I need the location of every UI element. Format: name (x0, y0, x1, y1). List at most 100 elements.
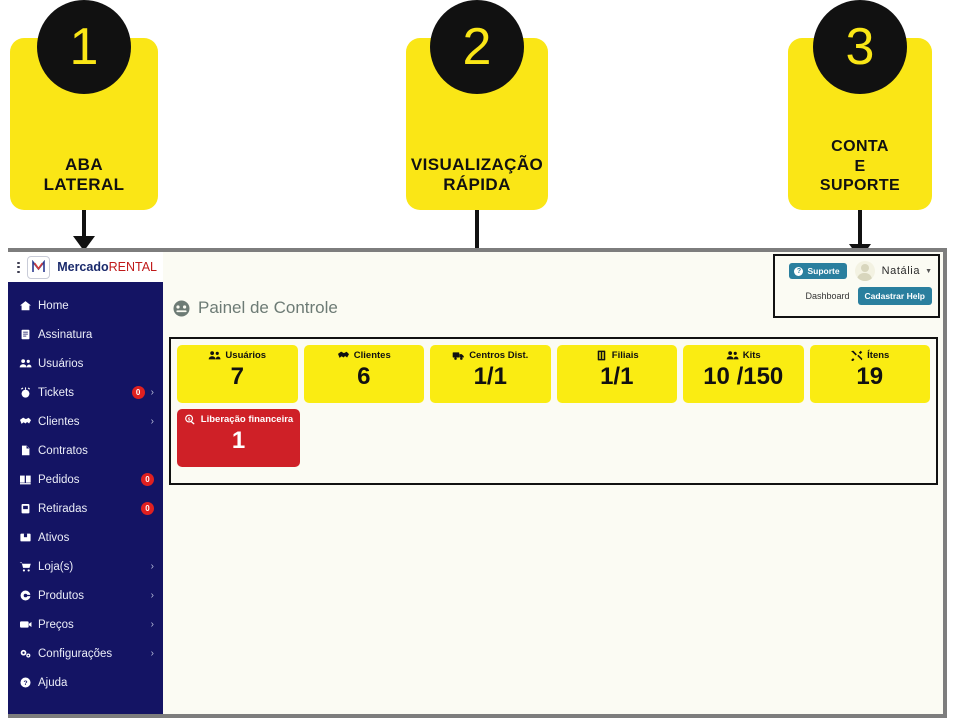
stat-card-header: Centros Dist. (452, 350, 528, 361)
annotation-number-2: 2 (430, 0, 524, 94)
sidebar-item-contratos[interactable]: Contratos (8, 436, 163, 465)
main-content: ? Suporte Natália ▼ Dashboard Cadastrar … (163, 252, 943, 714)
cart-icon (18, 561, 33, 572)
hamburger-icon[interactable] (17, 259, 21, 275)
building-icon (595, 350, 608, 361)
chevron-right-icon[interactable]: › (150, 648, 154, 659)
sidebar-item-pre-os[interactable]: Preços› (8, 610, 163, 639)
chevron-right-icon[interactable]: › (150, 387, 154, 398)
sidebar-item-configura-es[interactable]: Configurações› (8, 639, 163, 668)
stat-card-label: Ítens (867, 349, 890, 361)
stat-card-value: 10 /150 (703, 363, 784, 390)
svg-text:?: ? (23, 680, 27, 687)
chevron-right-icon[interactable]: › (150, 416, 154, 427)
chevron-right-icon[interactable]: › (150, 561, 154, 572)
stat-card-value: 1/1 (473, 363, 507, 390)
sidebar-item-produtos[interactable]: Produtos› (8, 581, 163, 610)
truck-icon (452, 350, 465, 361)
stat-card-label: Usuários (225, 349, 267, 361)
stat-cards-row-2: $ Liberação financeira 1 (175, 409, 932, 467)
chevron-right-icon[interactable]: › (150, 590, 154, 601)
stat-card-label: Kits (742, 349, 761, 361)
stat-card-value: 7 (230, 363, 244, 390)
chevron-right-icon[interactable]: › (150, 619, 154, 630)
kits-icon (726, 350, 739, 361)
question-circle-icon: ? (794, 266, 804, 276)
annotation-line-2: LATERAL (43, 175, 125, 195)
chevron-down-icon[interactable]: ▼ (925, 267, 932, 275)
stat-card-libera-o-financeira[interactable]: $ Liberação financeira 1 (177, 409, 300, 467)
sidebar-item-badge: 0 (141, 473, 154, 486)
product-icon (18, 590, 33, 601)
page-title-text: Painel de Controle (198, 298, 338, 317)
user-avatar-icon[interactable] (854, 261, 875, 281)
sidebar-item-clientes[interactable]: Clientes› (8, 407, 163, 436)
support-button[interactable]: ? Suporte (789, 263, 847, 279)
file-icon (18, 329, 33, 340)
stat-card-label: Filiais (611, 349, 639, 361)
tools-icon (850, 350, 863, 361)
stat-card-label: Centros Dist. (469, 349, 529, 361)
brand-name-light: RENTAL (108, 260, 157, 274)
sidebar-item-label: Home (38, 299, 69, 312)
sidebar-item-pedidos[interactable]: Pedidos 0 (8, 465, 163, 494)
stat-card-value: 19 (856, 363, 884, 390)
users-icon (18, 358, 33, 369)
stat-card-header: Clientes (337, 350, 391, 361)
sidebar-item-home[interactable]: Home (8, 291, 163, 320)
sidebar-item-ativos[interactable]: Ativos (8, 523, 163, 552)
stat-card-tens[interactable]: Ítens 19 (809, 345, 930, 403)
ticket-icon (18, 387, 33, 398)
stat-card-header: Usuários (208, 350, 266, 361)
magnifier-dollar-icon: $ (184, 414, 197, 425)
stat-card-centros-dist[interactable]: Centros Dist. 1/1 (430, 345, 551, 403)
box-icon (18, 532, 33, 543)
gears-icon (18, 648, 33, 659)
contract-icon (18, 445, 33, 456)
annotation-line-1: CONTA (831, 138, 889, 156)
home-icon (18, 300, 33, 311)
sidebar-item-label: Tickets (38, 386, 74, 399)
annotation-number-1: 1 (37, 0, 131, 94)
sidebar-item-ajuda[interactable]: ?Ajuda (8, 668, 163, 697)
annotation-arrow-stem-3 (858, 210, 862, 248)
account-user-name[interactable]: Natália (881, 265, 921, 277)
account-bottom-row: Dashboard Cadastrar Help (781, 287, 932, 305)
stat-card-header: Kits (726, 350, 761, 361)
mercado-m-logo-icon (27, 255, 51, 279)
brand-name-bold: Mercado (57, 260, 109, 274)
stat-card-label: Clientes (353, 349, 391, 361)
sidebar-item-label: Loja(s) (38, 560, 74, 573)
stat-card-usu-rios[interactable]: Usuários 7 (177, 345, 298, 403)
stat-card-header: Filiais (595, 350, 639, 361)
annotation-line-3: SUPORTE (819, 177, 901, 195)
support-button-label: Suporte (807, 266, 840, 276)
sidebar-item-label: Retiradas (38, 502, 88, 515)
stat-card-header: Ítens (850, 350, 889, 361)
annotation-line-1: VISUALIZAÇÃO (410, 154, 544, 174)
sidebar-item-assinatura[interactable]: Assinatura (8, 320, 163, 349)
cadastrar-help-button[interactable]: Cadastrar Help (857, 287, 932, 305)
dashboard-gauge-icon (173, 300, 190, 317)
dashboard-link[interactable]: Dashboard (805, 291, 850, 301)
stat-card-label: Liberação financeira (200, 413, 294, 425)
stat-card-kits[interactable]: Kits 10 /150 (683, 345, 804, 403)
sidebar-item-label: Pedidos (38, 473, 80, 486)
stat-cards-row-2-spacer (306, 409, 930, 467)
annotation-arrow-head-1 (73, 236, 95, 251)
svg-text:$: $ (188, 417, 191, 422)
stat-card-value: 1 (231, 427, 246, 454)
sidebar-item-usu-rios[interactable]: Usuários (8, 349, 163, 378)
account-top-row: ? Suporte Natália ▼ (781, 260, 932, 282)
annotation-line-2: E (854, 157, 866, 175)
annotation-text-1: ABA LATERAL (10, 155, 158, 210)
help-circle-icon: ? (18, 677, 33, 688)
sidebar-item-loja-s[interactable]: Loja(s) › (8, 552, 163, 581)
